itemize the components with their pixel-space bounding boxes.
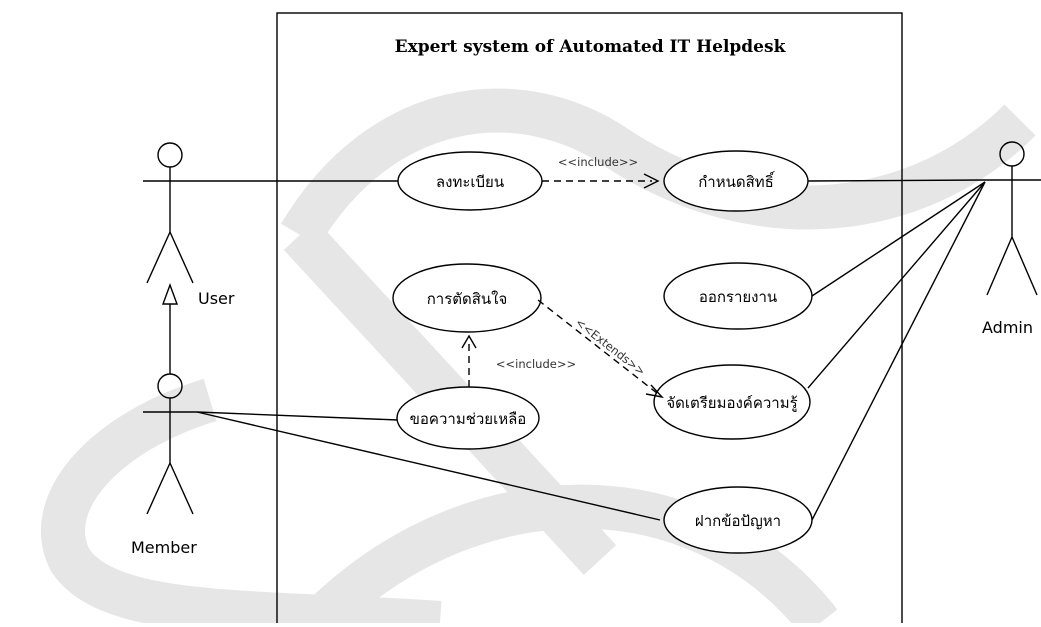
user-label: User [198,289,235,308]
include-arrowhead-1 [643,173,660,189]
include-arrowhead-2 [461,334,477,349]
member-label: Member [131,538,197,557]
extends-decision-knowledge: <<Extends>> [537,299,664,399]
watermark-arc-low [315,484,838,627]
assoc-admin-knowledge [807,181,986,389]
extends-arrowhead [645,384,664,399]
submit-label: ฝากข้อปัญหา [695,512,781,530]
admin-leg-left [986,236,1013,296]
include-help-decision: <<include>> [461,334,576,387]
knowledge-label: จัดเตรียมองค์ความรู้ [666,394,797,412]
include-label-1: <<include>> [558,155,638,169]
use-case-submit-problem: ฝากข้อปัญหา [663,486,813,554]
admin-leg-right [1011,236,1038,296]
admin-label: Admin [982,318,1033,337]
actor-user: User [143,142,235,308]
report-label: ออกรายงาน [699,288,777,306]
assoc-member-help [196,411,399,421]
report-ellipse [663,262,813,330]
permission-ellipse [663,150,809,212]
decision-label: การตัดสินใจ [427,290,508,308]
watermark-arc-bottom [41,378,442,627]
user-leg-right [169,231,194,284]
assoc-admin-submit [811,181,986,521]
use-case-register: ลงทะเบียน [397,151,543,211]
extends-line [537,299,663,398]
decision-ellipse [392,263,542,333]
include-label-2: <<include>> [496,357,576,371]
watermark-arc-top [281,88,1036,247]
register-label: ลงทะเบียน [436,173,504,191]
extends-label: <<Extends>> [573,315,648,378]
help-ellipse [396,386,540,450]
user-head [157,142,183,168]
permission-label: กำหนดสิทธิ์ [698,171,775,191]
assoc-member-submit [196,411,661,521]
assoc-admin-report [811,181,986,297]
actor-admin: Admin [982,141,1041,337]
use-case-prepare-knowledge: จัดเตรียมองค์ความรู้ [653,364,811,440]
watermark [41,88,1036,627]
system-title: Expert system of Automated IT Helpdesk [395,37,787,57]
actor-member: Member [131,373,197,557]
generalization-arrow [161,282,179,374]
member-leg-right [169,462,194,515]
system-boundary [276,12,903,627]
use-case-set-permission: กำหนดสิทธิ์ [663,150,809,212]
use-case-decision: การตัดสินใจ [392,263,542,333]
include-register-permission: <<include>> [542,155,660,189]
generalization-head [161,282,179,305]
user-leg-left [146,231,171,284]
associations [196,179,986,521]
member-leg-left [146,462,171,515]
knowledge-ellipse [653,364,811,440]
assoc-admin-permission [807,179,986,182]
help-label: ขอความช่วยเหลือ [410,410,527,428]
submit-ellipse [663,486,813,554]
use-case-report: ออกรายงาน [663,262,813,330]
use-case-request-help: ขอความช่วยเหลือ [396,386,540,450]
